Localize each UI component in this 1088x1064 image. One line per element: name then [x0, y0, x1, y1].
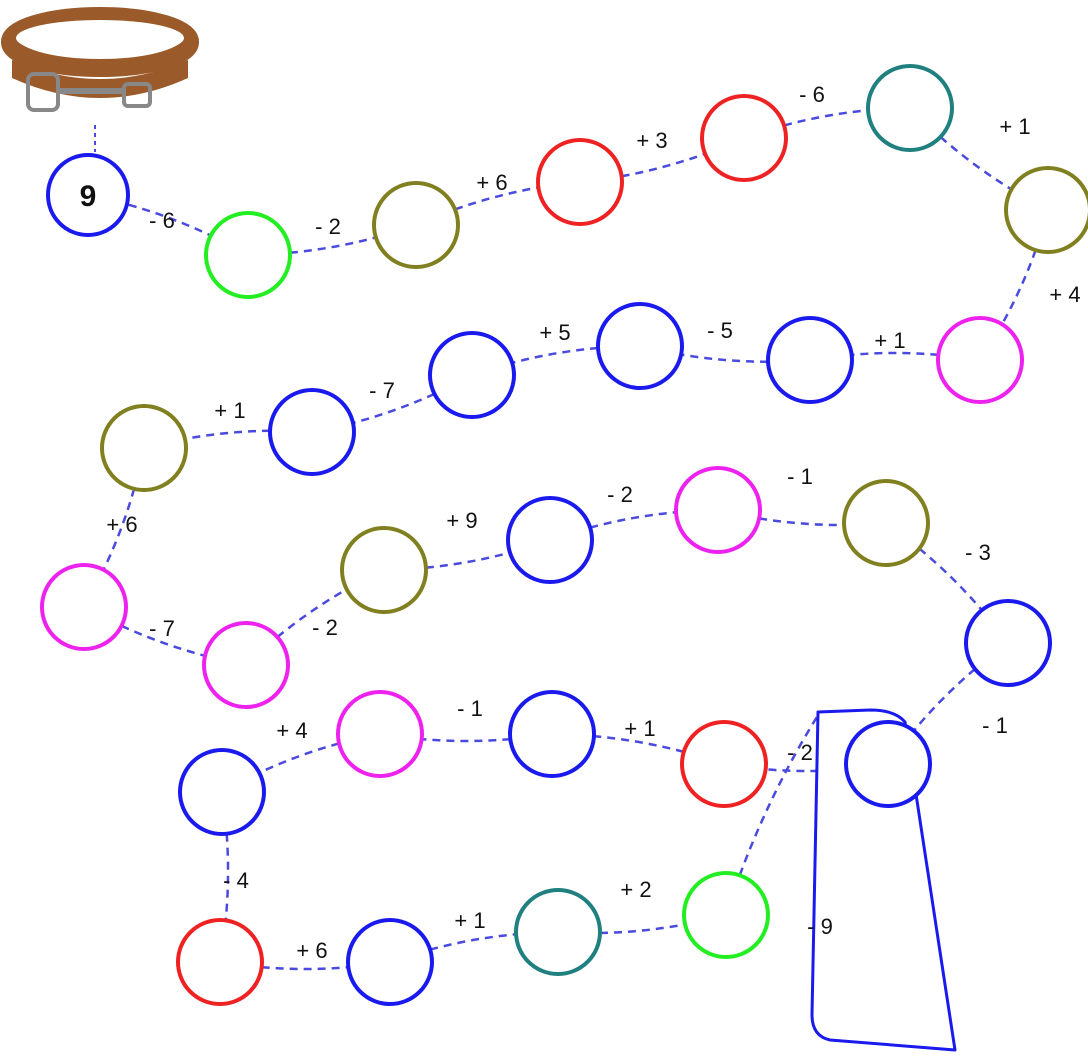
answer-circle[interactable] — [674, 466, 762, 554]
operation-label: - 2 — [607, 482, 633, 507]
operation-label: + 2 — [620, 877, 651, 902]
operation-label: + 1 — [874, 328, 905, 353]
operation-label: - 5 — [707, 318, 733, 343]
operation-label: - 7 — [369, 378, 395, 403]
kite-icon — [810, 708, 957, 1052]
operation-label: + 4 — [1049, 282, 1080, 307]
dog-collar-icon — [1, 7, 199, 152]
operation-label: + 4 — [276, 718, 307, 743]
answer-circle[interactable] — [964, 599, 1052, 687]
answer-circle[interactable] — [428, 331, 516, 419]
answer-circle[interactable] — [176, 918, 264, 1006]
operation-label: - 4 — [223, 868, 249, 893]
answer-circle[interactable] — [766, 316, 854, 404]
answer-circle[interactable] — [202, 621, 290, 709]
operation-label: - 6 — [149, 208, 175, 233]
answer-circle[interactable] — [100, 404, 188, 492]
operation-label: + 6 — [106, 512, 137, 537]
operation-label: + 3 — [636, 128, 667, 153]
answer-circle[interactable] — [844, 720, 932, 808]
answer-circle[interactable] — [178, 748, 266, 836]
operation-label: + 9 — [446, 508, 477, 533]
operation-label: - 7 — [149, 616, 175, 641]
start-value: 9 — [80, 180, 97, 213]
operation-label: + 1 — [999, 114, 1030, 139]
answer-circle[interactable] — [508, 690, 596, 778]
operation-label: - 2 — [315, 214, 341, 239]
operation-label: - 9 — [807, 914, 833, 939]
operation-label: + 1 — [454, 908, 485, 933]
operation-label: - 3 — [965, 540, 991, 565]
operation-label: + 6 — [296, 938, 327, 963]
answer-circle[interactable] — [204, 211, 292, 299]
answer-circle[interactable] — [680, 720, 768, 808]
operation-label: + 5 — [539, 320, 570, 345]
answer-circle[interactable] — [372, 181, 460, 269]
operation-label: - 1 — [457, 696, 483, 721]
answer-circle[interactable] — [506, 496, 594, 584]
start-circle — [46, 153, 130, 237]
operation-label: - 2 — [312, 615, 338, 640]
answer-circle[interactable] — [336, 690, 424, 778]
answer-circle[interactable] — [596, 302, 684, 390]
operation-label: - 1 — [787, 464, 813, 489]
answer-circle[interactable] — [268, 388, 356, 476]
answer-circle[interactable] — [866, 64, 954, 152]
answer-circle[interactable] — [40, 563, 128, 651]
answer-circle[interactable] — [682, 871, 770, 959]
answer-circle[interactable] — [340, 526, 428, 614]
answer-circle[interactable] — [1004, 166, 1088, 254]
operation-label: + 1 — [214, 398, 245, 423]
operation-label: - 6 — [799, 82, 825, 107]
operation-label: + 6 — [476, 170, 507, 195]
answer-circle[interactable] — [514, 888, 602, 976]
operation-label: - 2 — [787, 740, 813, 765]
operation-label: - 1 — [982, 713, 1008, 738]
chain-connector — [724, 711, 822, 916]
answer-circle[interactable] — [700, 94, 788, 182]
answer-circle[interactable] — [346, 918, 434, 1006]
answer-circle[interactable] — [536, 138, 624, 226]
answer-circle[interactable] — [936, 316, 1024, 404]
answer-circle[interactable] — [842, 479, 930, 567]
operation-label: + 1 — [624, 716, 655, 741]
